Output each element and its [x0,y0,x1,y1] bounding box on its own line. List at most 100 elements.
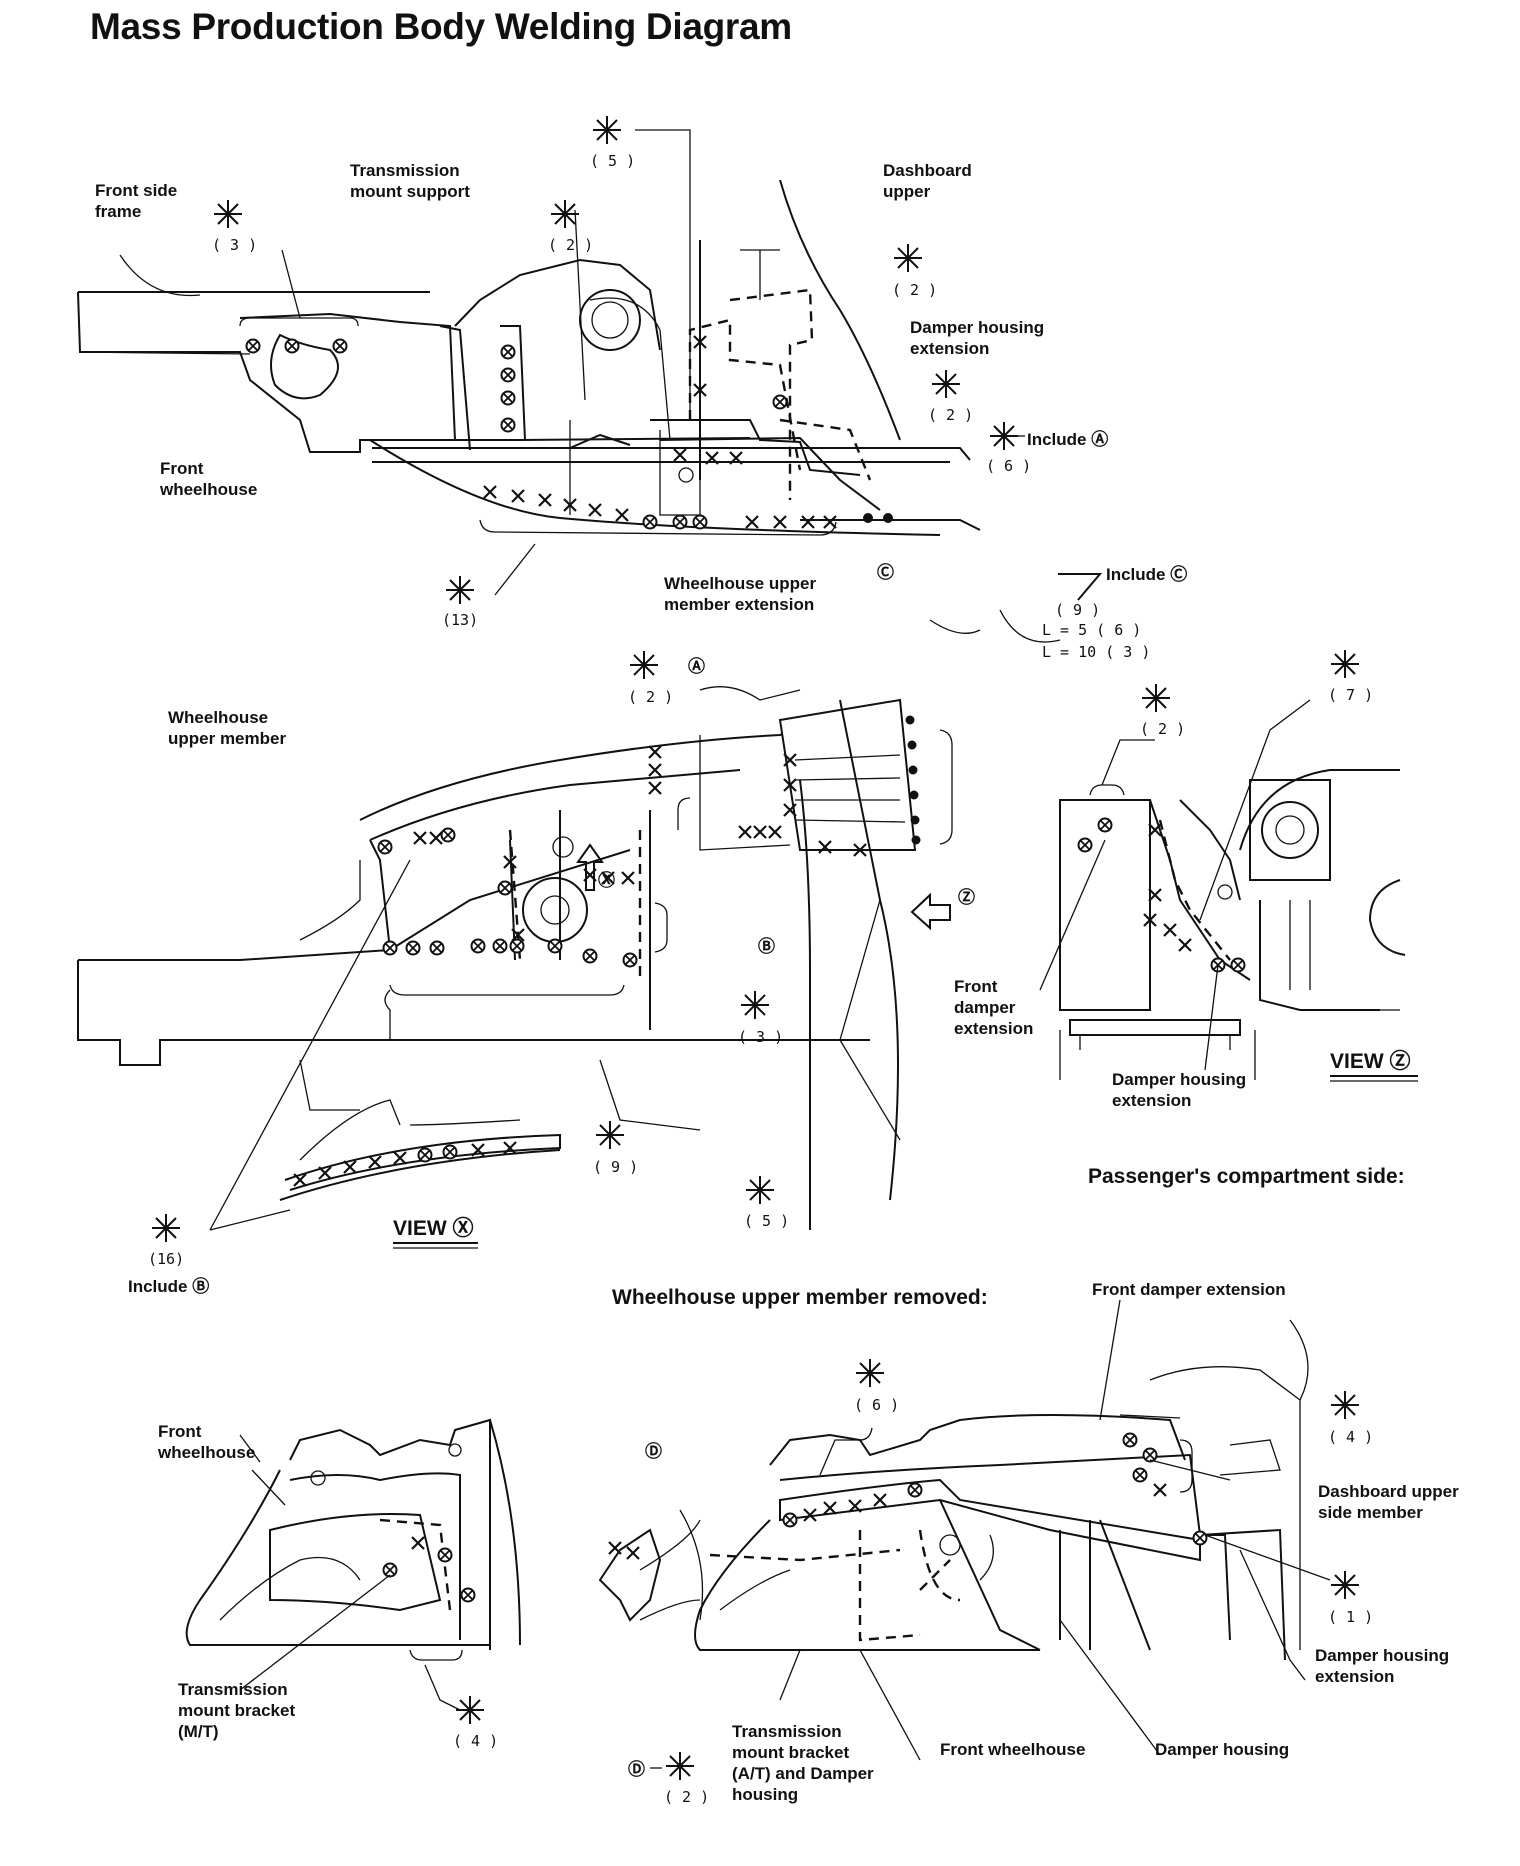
svg-text:VIEW Ⓩ: VIEW Ⓩ [1330,1049,1411,1073]
svg-text:( 1 ): ( 1 ) [1328,1608,1373,1626]
label-view-z: VIEW Ⓩ [1330,1049,1418,1082]
weld-symbol-7: ( 7 ) [1328,649,1373,704]
weld-symbol-2-viewz: ( 2 ) [1140,683,1185,738]
weld-symbol-4-right: ( 4 ) [1328,1390,1373,1446]
label-wheelhouse-upper-member-removed: Wheelhouse upper member removed: [612,1286,988,1309]
svg-text:Dashboard: Dashboard [883,161,972,180]
svg-text:( 9 ): ( 9 ) [593,1158,638,1176]
svg-text:Damper housing: Damper housing [1315,1646,1449,1665]
svg-text:( 2 ): ( 2 ) [928,406,973,424]
weld-symbol-6-top: ( 6 ) [986,421,1031,475]
svg-text:( 2 ): ( 2 ) [1140,720,1185,738]
svg-text:VIEW Ⓧ: VIEW Ⓧ [393,1216,474,1240]
svg-text:Front: Front [954,977,998,996]
weld-symbol-16: (16) [148,1213,184,1268]
marker-d-bottom: Ⓓ [628,1759,645,1779]
weld-symbol-5-middle: ( 5 ) [744,1175,789,1230]
label-wheelhouse-upper-member: Wheelhouse upper member [168,708,286,748]
label-damper-housing-bottom-right: Damper housing [1155,1740,1289,1759]
weld-symbol-2-top-c: ( 2 ) [928,369,973,424]
label-front-damper-extension-viewz: Front damper extension [954,977,1033,1038]
svg-text:( 9 ): ( 9 ) [1055,601,1100,619]
label-passengers-compartment-side: Passenger's compartment side: [1088,1165,1405,1188]
top-assembly-drawing [77,129,981,596]
svg-text:( 7 ): ( 7 ) [1328,686,1373,704]
svg-text:Front side: Front side [95,181,177,200]
svg-text:Damper housing: Damper housing [910,318,1044,337]
svg-text:Damper housing: Damper housing [1112,1070,1246,1089]
svg-text:( 5 ): ( 5 ) [744,1212,789,1230]
weld-symbol-2-top-b: ( 2 ) [892,243,937,299]
marker-x: Ⓧ [598,870,615,890]
svg-text:( 2 ): ( 2 ) [628,688,673,706]
svg-text:frame: frame [95,202,141,221]
svg-text:mount support: mount support [350,182,470,201]
svg-text:( 6 ): ( 6 ) [986,457,1031,475]
svg-text:extension: extension [954,1019,1033,1038]
svg-text:extension: extension [910,339,989,358]
svg-text:Front: Front [160,459,204,478]
svg-text:(16): (16) [148,1250,184,1268]
svg-text:( 2 ): ( 2 ) [664,1788,709,1806]
svg-text:L = 5 ( 6 ): L = 5 ( 6 ) [1042,621,1141,639]
svg-text:Transmission: Transmission [350,161,460,180]
svg-text:( 4 ): ( 4 ) [1328,1428,1373,1446]
svg-text:Transmission: Transmission [732,1722,842,1741]
page-title: Mass Production Body Welding Diagram [90,6,792,47]
svg-text:mount bracket: mount bracket [178,1701,295,1720]
label-dashboard-upper: Dashboard upper [883,161,972,201]
label-include-c: Include Ⓒ [1106,564,1187,584]
weld-symbol-9-top-right: ( 9 ) [1055,573,1103,619]
svg-text:upper: upper [883,182,931,201]
svg-text:side member: side member [1318,1503,1423,1522]
svg-text:(A/T) and Damper: (A/T) and Damper [732,1764,874,1783]
weld-symbol-13: (13) [442,575,478,629]
label-transmission-mount-bracket-at: Transmission mount bracket (A/T) and Dam… [732,1722,874,1804]
middle-assembly-drawing [77,609,1061,1231]
label-front-wheelhouse-bottom-right: Front wheelhouse [940,1740,1085,1759]
svg-text:(M/T): (M/T) [178,1722,219,1741]
weld-symbol-9-middle: ( 9 ) [593,1120,638,1176]
marker-c: Ⓒ [877,562,894,582]
view-z-drawing [1039,699,1406,1080]
label-damper-housing-extension-top: Damper housing extension [910,318,1044,358]
weld-symbol-2-bottom: ( 2 ) [650,1751,709,1806]
bottom-right-drawing [598,1299,1331,1761]
marker-a: Ⓐ [688,656,705,676]
svg-text:damper: damper [954,998,1016,1017]
svg-text:Front: Front [158,1422,202,1441]
svg-text:Wheelhouse: Wheelhouse [168,708,268,727]
label-damper-housing-extension-bottom-right: Damper housing extension [1315,1646,1449,1686]
svg-text:mount bracket: mount bracket [732,1743,849,1762]
weld-symbol-6-bottom: ( 6 ) [854,1358,899,1414]
label-front-wheelhouse-top: Front wheelhouse [159,459,257,499]
label-front-damper-extension-bottom: Front damper extension [1092,1280,1286,1299]
weld-symbol-5-top: ( 5 ) [590,115,635,170]
label-front-wheelhouse-bottom-left: Front wheelhouse [157,1422,255,1462]
weld-symbol-3-top: ( 3 ) [212,199,257,254]
svg-text:extension: extension [1112,1091,1191,1110]
label-front-side-frame: Front side frame [95,181,177,221]
svg-text:Transmission: Transmission [178,1680,288,1699]
weld-symbol-4-left: ( 4 ) [453,1695,498,1750]
label-l-values: L = 5 ( 6 ) L = 10 ( 3 ) [1042,621,1150,661]
svg-text:( 4 ): ( 4 ) [453,1732,498,1750]
svg-text:( 3 ): ( 3 ) [212,236,257,254]
svg-text:(13): (13) [442,611,478,629]
label-dashboard-upper-side-member: Dashboard upper side member [1318,1482,1459,1522]
label-transmission-mount-bracket-mt: Transmission mount bracket (M/T) [178,1680,295,1741]
svg-text:upper member: upper member [168,729,286,748]
label-include-b: Include Ⓑ [128,1276,209,1296]
label-transmission-mount-support: Transmission mount support [350,161,470,201]
weld-symbol-1: ( 1 ) [1328,1570,1373,1626]
svg-text:( 5 ): ( 5 ) [590,152,635,170]
svg-text:extension: extension [1315,1667,1394,1686]
marker-d-top: Ⓓ [645,1441,662,1461]
weld-symbol-2-top-a: ( 2 ) [548,199,593,254]
svg-text:Dashboard upper: Dashboard upper [1318,1482,1459,1501]
label-include-a: Include Ⓐ [1027,429,1108,449]
weld-symbol-3-middle: ( 3 ) [738,990,783,1046]
label-damper-housing-extension-viewz: Damper housing extension [1112,1070,1246,1110]
svg-text:( 3 ): ( 3 ) [738,1028,783,1046]
